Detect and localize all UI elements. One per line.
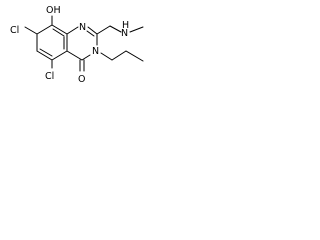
atom-label-h-amine: H [122, 20, 129, 31]
atom-label-oh: OH [46, 5, 61, 16]
bond-n1-c2 [87, 26, 98, 35]
double-bond-c8-c8a-inner [52, 28, 65, 37]
substituents [24, 15, 144, 72]
bond-c7-cl [24, 26, 38, 35]
atom-label-n-ring-top: N [79, 22, 86, 33]
bond-c5-c6 [36, 50, 53, 61]
bond-c8-c8a [51, 24, 68, 35]
bond-c8a-n1 [66, 26, 79, 35]
bond-c2-ch2 [96, 25, 111, 35]
benzene-ring [36, 24, 68, 61]
molecule-structure-diagram: OH Cl Cl N N N H O [10, 5, 144, 85]
bond-n3-c4 [81, 54, 91, 61]
atom-label-n-ring-bottom: N [92, 46, 99, 57]
bond-propyl-c2-c3 [125, 50, 144, 62]
bond-c7-c8 [36, 24, 53, 35]
atom-label-cl-top: Cl [10, 25, 19, 36]
bond-propyl-c1-c2 [111, 50, 127, 61]
bond-c4a-c5 [51, 50, 68, 61]
bond-nh-ch3 [129, 26, 144, 33]
bond-c4-c4a [66, 50, 83, 61]
bond-n3-propyl-c1 [100, 52, 113, 61]
double-bond-n1-c2-inner [86, 30, 95, 37]
atom-label-cl-bottom: Cl [45, 71, 54, 82]
double-bond-c5-c6-inner [39, 48, 53, 57]
atom-label-o-carbonyl: O [78, 74, 85, 85]
bond-ch2-nh [109, 25, 122, 33]
pyrimidinone-ring [66, 26, 98, 61]
atom-label-n-amine: N [121, 28, 128, 39]
